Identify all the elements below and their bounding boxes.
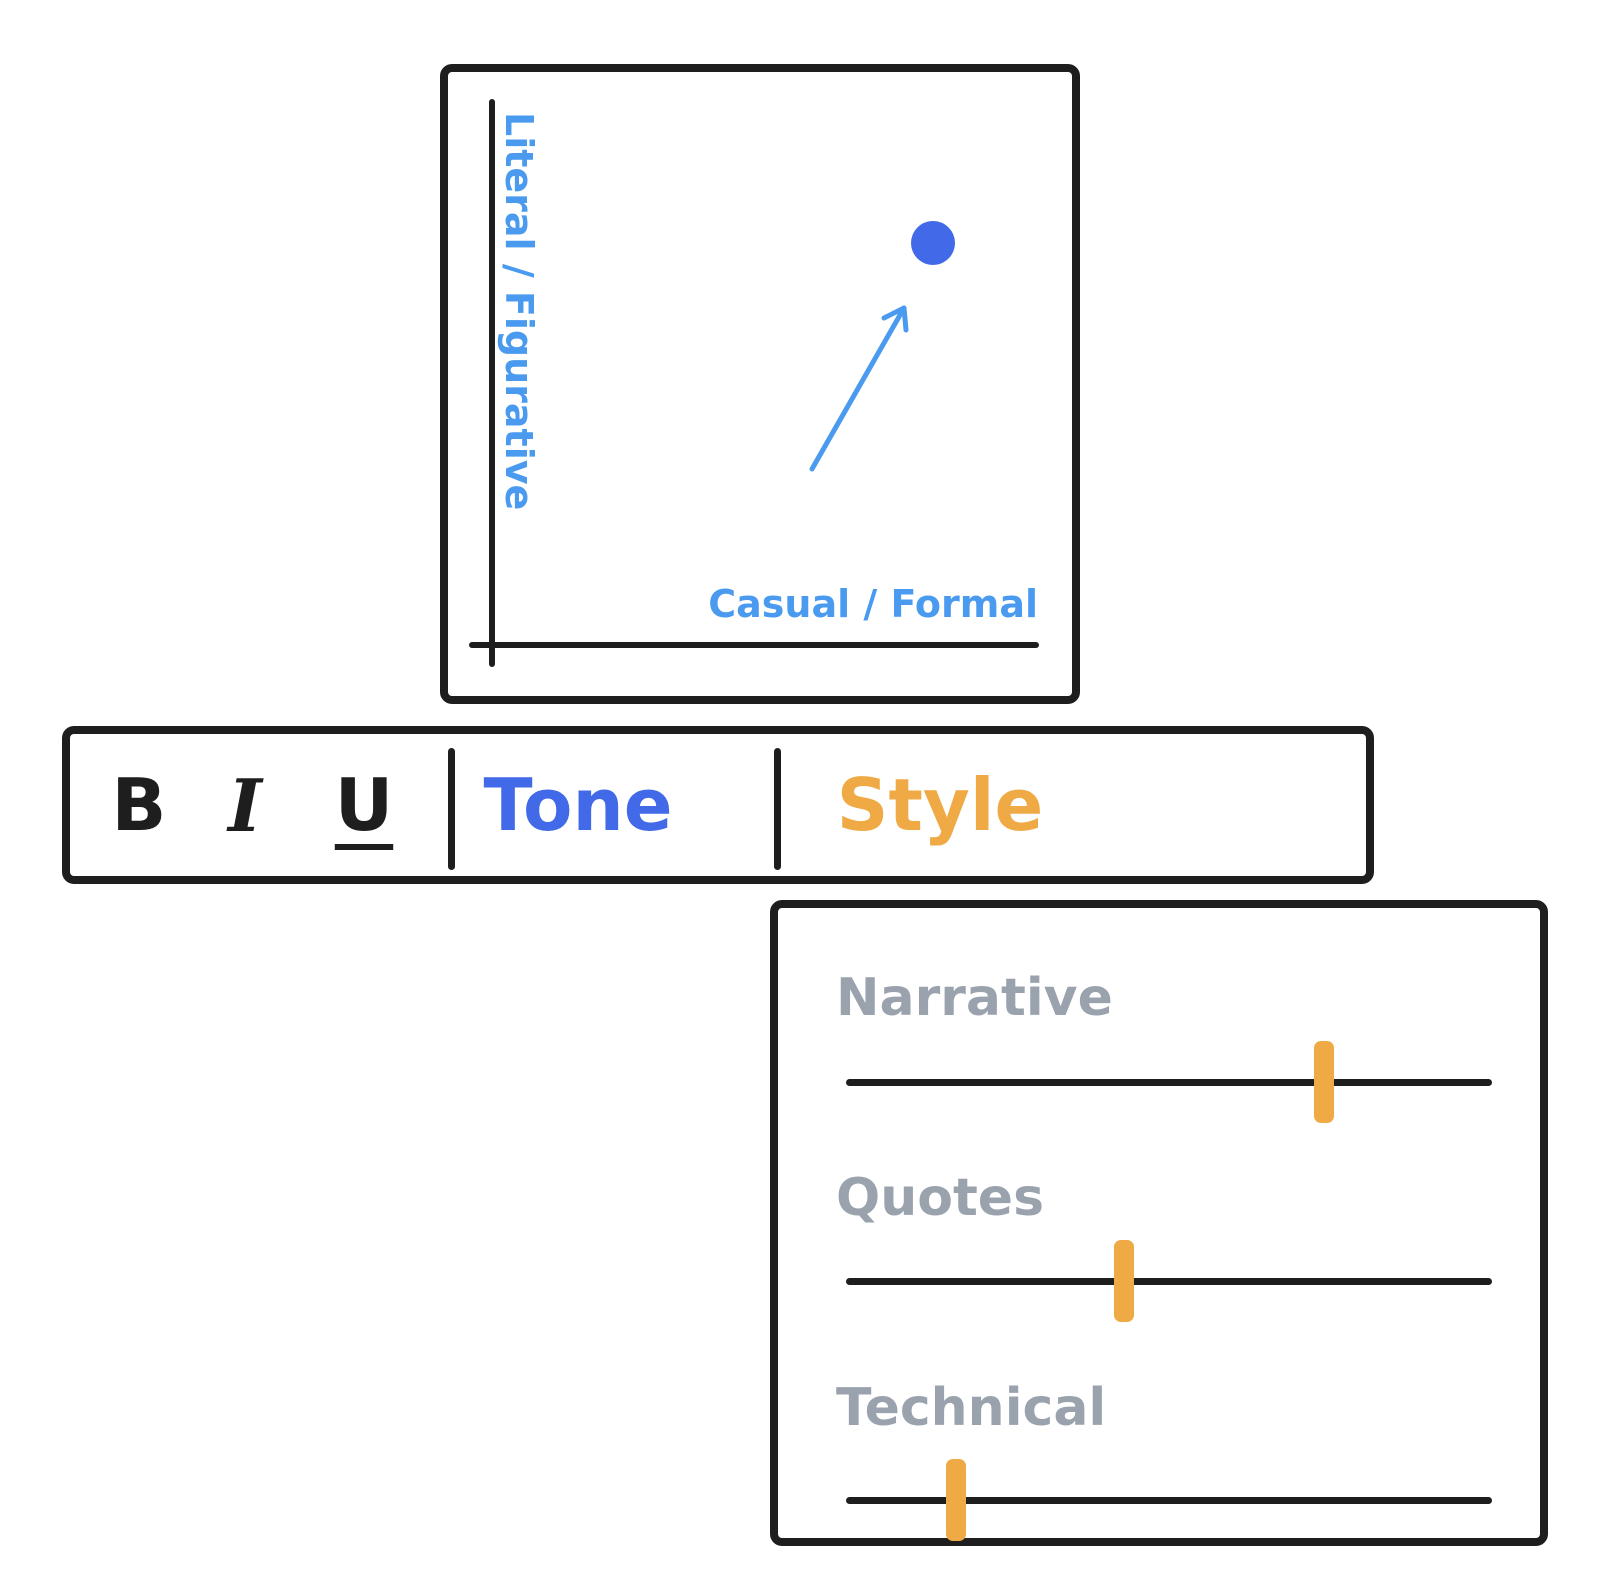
narrative-slider-thumb[interactable] [1314,1041,1335,1123]
italic-button[interactable]: I [228,762,262,848]
y-axis-label: Literal / Figurative [497,112,541,511]
quotes-label: Quotes [836,1168,1045,1228]
technical-slider-thumb[interactable] [945,1459,966,1541]
technical-slider[interactable] [846,1459,1492,1541]
formatting-toolbar: B I U Tone Style [62,726,1374,884]
narrative-slider[interactable] [846,1041,1492,1123]
technical-label: Technical [836,1378,1107,1438]
underline-button[interactable]: U [334,763,394,847]
tone-plot-panel[interactable]: Literal / Figurative Casual / Formal [440,64,1080,704]
style-panel: Narrative Quotes Technical [770,900,1548,1546]
tone-point-handle[interactable] [910,221,955,266]
toolbar-divider [774,748,781,870]
bold-button[interactable]: B [111,763,167,847]
toolbar-divider [448,748,455,870]
quotes-slider[interactable] [846,1240,1492,1322]
style-tab[interactable]: Style [836,763,1044,847]
arrow-up-right-icon [809,305,909,472]
quotes-slider-thumb[interactable] [1113,1240,1134,1322]
tone-plot-canvas[interactable] [448,72,1072,696]
narrative-label: Narrative [836,968,1113,1028]
tone-tab[interactable]: Tone [483,763,673,847]
x-axis-label: Casual / Formal [708,582,1038,626]
